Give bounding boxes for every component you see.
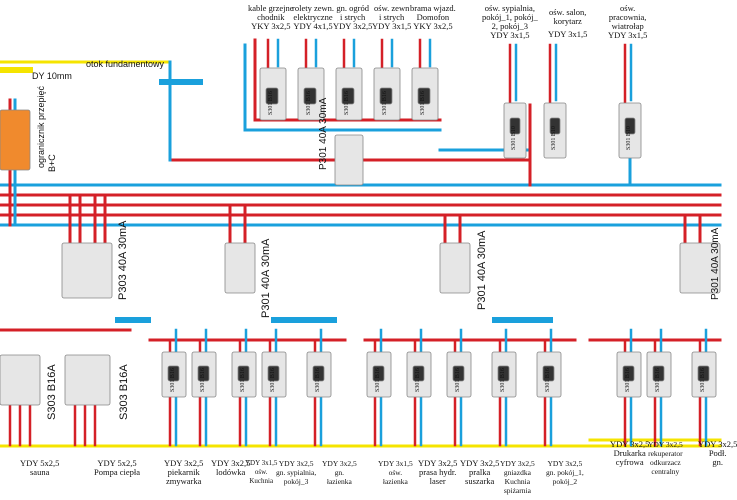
top-breaker-label-3: S301 B16 — [382, 91, 388, 115]
note-foundation-ring: otok fundamentowy — [86, 59, 165, 69]
bottom-breaker-toggle-5 — [372, 365, 385, 382]
rcd-p303 — [61, 242, 113, 299]
bottom-breaker-label-0: S301 B16 — [170, 368, 176, 392]
note-dy: DY 10mm — [32, 71, 72, 81]
top-breaker-toggle-1 — [303, 87, 317, 105]
top-breaker-label-4: S301 B16 — [420, 91, 426, 115]
note-surge-class: B+C — [47, 154, 57, 172]
bottom-breaker-toggle-6 — [412, 365, 425, 382]
bottom-breaker-label-7: S301 B16 — [455, 368, 461, 392]
bottom-breaker-toggle-9 — [542, 365, 555, 382]
top-breaker-label-2: S301 B16 — [344, 91, 350, 115]
label-bedroom-lighting: ośw. sypialnia,pokój_1, pokój_2, pokój_3… — [482, 3, 538, 40]
top-breaker-label-0: S301 B16 — [268, 91, 274, 115]
label-s303-1: S303 B16A — [46, 364, 58, 420]
right-breaker-label-1: S301 B10 — [551, 126, 557, 150]
bottom-breaker-toggle-12 — [697, 365, 710, 382]
bottom-breaker-label-6: S301 B16 — [415, 368, 421, 392]
bottom-breaker-label-4: S301 B16 — [315, 368, 321, 392]
top-breaker-label-1: S301 B16 — [306, 91, 312, 115]
bottom-breaker-label-8: S301 B16 — [500, 368, 506, 392]
bottom-breaker-toggle-0 — [167, 365, 180, 382]
bottom-breaker-toggle-8 — [497, 365, 510, 382]
right-breaker-toggle-2 — [624, 117, 636, 135]
bottom-breaker-label-2: S301 B16 — [240, 368, 246, 392]
label-p301-top: P301 40A 30mA — [318, 97, 329, 170]
bottom-breaker-toggle-11 — [652, 365, 665, 382]
top-breaker-toggle-0 — [265, 87, 279, 105]
bottom-breaker-toggle-10 — [622, 365, 635, 382]
bottom-breaker-label-10: S301 B16 — [625, 368, 631, 392]
right-breaker-label-2: S301 B10 — [626, 126, 632, 150]
right-breaker-toggle-0 — [509, 117, 521, 135]
top-breaker-toggle-2 — [341, 87, 355, 105]
top-breaker-toggle-4 — [417, 87, 431, 105]
rcd-p301-3 — [679, 242, 721, 294]
label-p301-1: P301 40A 30mA — [260, 238, 272, 318]
right-breaker-toggle-1 — [549, 117, 561, 135]
bottom-breaker-label-12: S301 B16 — [700, 368, 706, 392]
top-breaker-toggle-3 — [379, 87, 393, 105]
label-s303-2: S303 B16A — [118, 364, 130, 420]
bottom-breaker-label-5: S301 B16 — [375, 368, 381, 392]
bottom-breaker-label-1: S301 B16 — [200, 368, 206, 392]
bottom-breaker-label-9: S301 B16 — [545, 368, 551, 392]
note-surge-arrester: ogranicznik przepięć — [36, 85, 46, 168]
right-breaker-label-0: S301 B10 — [511, 126, 517, 150]
bottom-breaker-toggle-4 — [312, 365, 325, 382]
bottom-breaker-toggle-1 — [197, 365, 210, 382]
bottom-breaker-label-3: S301 B16 — [270, 368, 276, 392]
bottom-breaker-toggle-2 — [237, 365, 250, 382]
label-p303: P303 40A 30mA — [117, 220, 129, 300]
top-rcd — [334, 134, 364, 186]
s303-2 — [64, 354, 111, 406]
bottom-breaker-toggle-7 — [452, 365, 465, 382]
bottom-breaker-label-11: S301 B16 — [655, 368, 661, 392]
s303-1 — [0, 354, 41, 406]
surge-arrester — [0, 109, 31, 171]
rcd-p301-1 — [224, 242, 256, 294]
label-p301-3: P301 40A 30mA — [710, 227, 721, 300]
bottom-breaker-toggle-3 — [267, 365, 280, 382]
label-p301-2: P301 40A 30mA — [476, 230, 488, 310]
rcd-p301-2 — [439, 242, 471, 294]
